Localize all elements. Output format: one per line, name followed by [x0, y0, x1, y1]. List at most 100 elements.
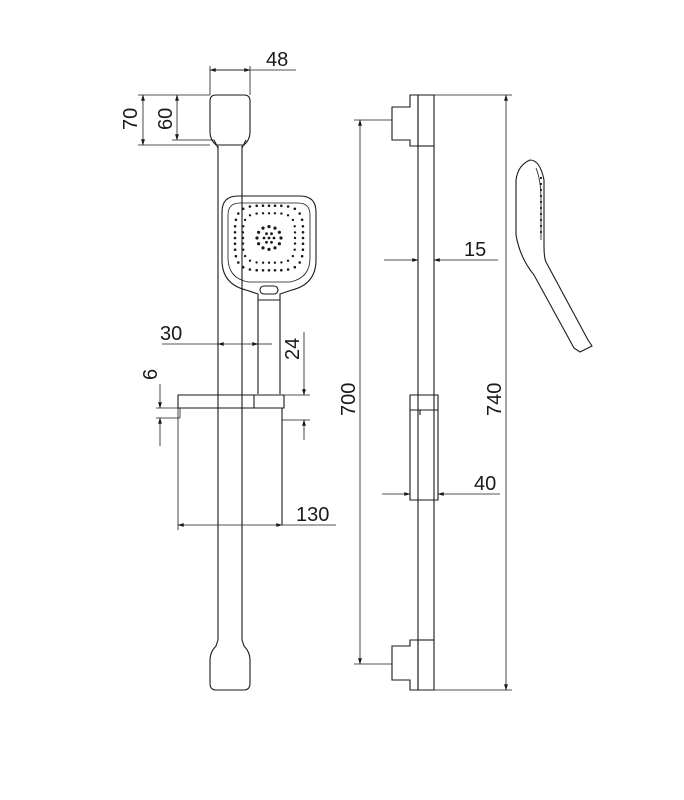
nozzle-dot [301, 231, 305, 234]
nozzle-dot [248, 259, 252, 262]
nozzle-dot [277, 230, 281, 234]
nozzle-dot [248, 268, 252, 271]
nozzle-dot [267, 247, 271, 251]
nozzle-dot [262, 236, 266, 240]
dim-shelf-thickness: 6 [140, 369, 180, 446]
nozzle-dot [293, 207, 297, 211]
nozzle-dot [248, 205, 252, 208]
nozzle-dot [233, 236, 237, 240]
hand-shower-profile-outline [515, 159, 593, 353]
nozzle-dot [272, 236, 276, 240]
profile-nozzle-dot [539, 218, 543, 222]
nozzle-dot [267, 204, 271, 207]
dim-6: 6 [140, 369, 162, 380]
nozzle-dot [267, 261, 271, 264]
side-rail [417, 94, 435, 691]
nozzle-dot [301, 248, 305, 251]
nozzle-dot [234, 218, 238, 222]
nozzle-dot [277, 242, 281, 246]
nozzle-dot [237, 261, 240, 264]
side-view: 15 40 700 740 [338, 94, 512, 691]
nozzle-dot [300, 218, 304, 222]
nozzle-dot [291, 254, 295, 258]
nozzle-dot [280, 204, 283, 208]
nozzle-dot [261, 269, 265, 272]
side-bottom-bracket [391, 639, 419, 691]
dim-bar-length: 700 [338, 119, 392, 665]
dim-700: 700 [338, 383, 360, 416]
nozzle-dot [286, 205, 290, 208]
profile-nozzle-dot [539, 182, 543, 186]
nozzle-dot [291, 218, 295, 222]
front-view: 48 70 60 30 24 [120, 49, 336, 691]
shower-head-face [227, 202, 311, 283]
nozzle-dot [298, 212, 302, 215]
profile-nozzle-dot [539, 206, 543, 210]
nozzle-dot [286, 259, 290, 262]
nozzle-dot [234, 254, 238, 258]
nozzle-dot [279, 236, 283, 240]
nozzle-dot [261, 261, 265, 264]
hand-shower-profile [515, 159, 593, 353]
bottom-end-cap [209, 639, 251, 691]
dim-24: 24 [282, 338, 304, 360]
nozzle-dot [273, 204, 277, 207]
nozzle-dot [293, 225, 296, 228]
nozzle-dot [298, 261, 302, 264]
nozzle-dot [255, 212, 258, 215]
profile-nozzle-dot [539, 230, 543, 234]
nozzle-dot [300, 254, 304, 258]
shelf [177, 394, 285, 409]
dim-top-cap-height: 70 60 [120, 94, 214, 146]
nozzle-dot [255, 204, 258, 208]
nozzle-dot [301, 242, 305, 245]
nozzle-dot [273, 261, 277, 264]
nozzle-dot [267, 236, 271, 240]
nozzle-dot [267, 225, 271, 229]
nozzle-dot [293, 242, 297, 245]
dim-70: 70 [120, 108, 142, 130]
spray-button [259, 285, 279, 295]
nozzle-dot [280, 261, 283, 264]
profile-nozzle-dot [539, 212, 543, 216]
dim-60: 60 [155, 108, 177, 130]
dim-top-cap-width: 48 [209, 49, 296, 95]
nozzle-dot [265, 232, 268, 236]
profile-nozzle-dot [539, 194, 543, 198]
profile-nozzle-dot [539, 188, 543, 192]
nozzle-dot [241, 207, 245, 211]
profile-nozzle-dots [539, 176, 543, 234]
nozzle-dot [242, 248, 245, 251]
nozzle-dot [241, 265, 245, 269]
nozzle-dot [241, 242, 245, 245]
profile-nozzle-dot [539, 176, 543, 180]
nozzle-dot [237, 212, 240, 215]
side-slider [409, 394, 439, 501]
shower-handle [257, 300, 281, 394]
dim-15: 15 [464, 239, 486, 261]
nozzle-dot [261, 204, 265, 207]
nozzle-dot [261, 246, 265, 250]
nozzle-dot [286, 268, 290, 271]
dim-total-length: 740 [434, 94, 512, 691]
nozzle-dots [233, 204, 305, 272]
top-end-cap [209, 94, 251, 146]
dim-bar-width: 30 [160, 323, 272, 346]
dim-30: 30 [160, 323, 182, 345]
nozzle-dot [233, 248, 237, 251]
nozzle-dot [286, 214, 290, 217]
nozzle-dot [273, 269, 277, 272]
nozzle-dot [301, 225, 305, 228]
nozzle-dot [280, 212, 283, 215]
nozzle-dot [265, 240, 268, 244]
nozzle-dot [273, 246, 277, 250]
nozzle-dot [261, 212, 265, 215]
nozzle-dot [267, 212, 271, 215]
dim-740: 740 [484, 383, 506, 416]
nozzle-dot [241, 236, 245, 240]
nozzle-dot [248, 214, 252, 217]
dim-130: 130 [296, 504, 329, 526]
nozzle-dot [273, 212, 277, 215]
nozzle-dot [293, 236, 297, 240]
